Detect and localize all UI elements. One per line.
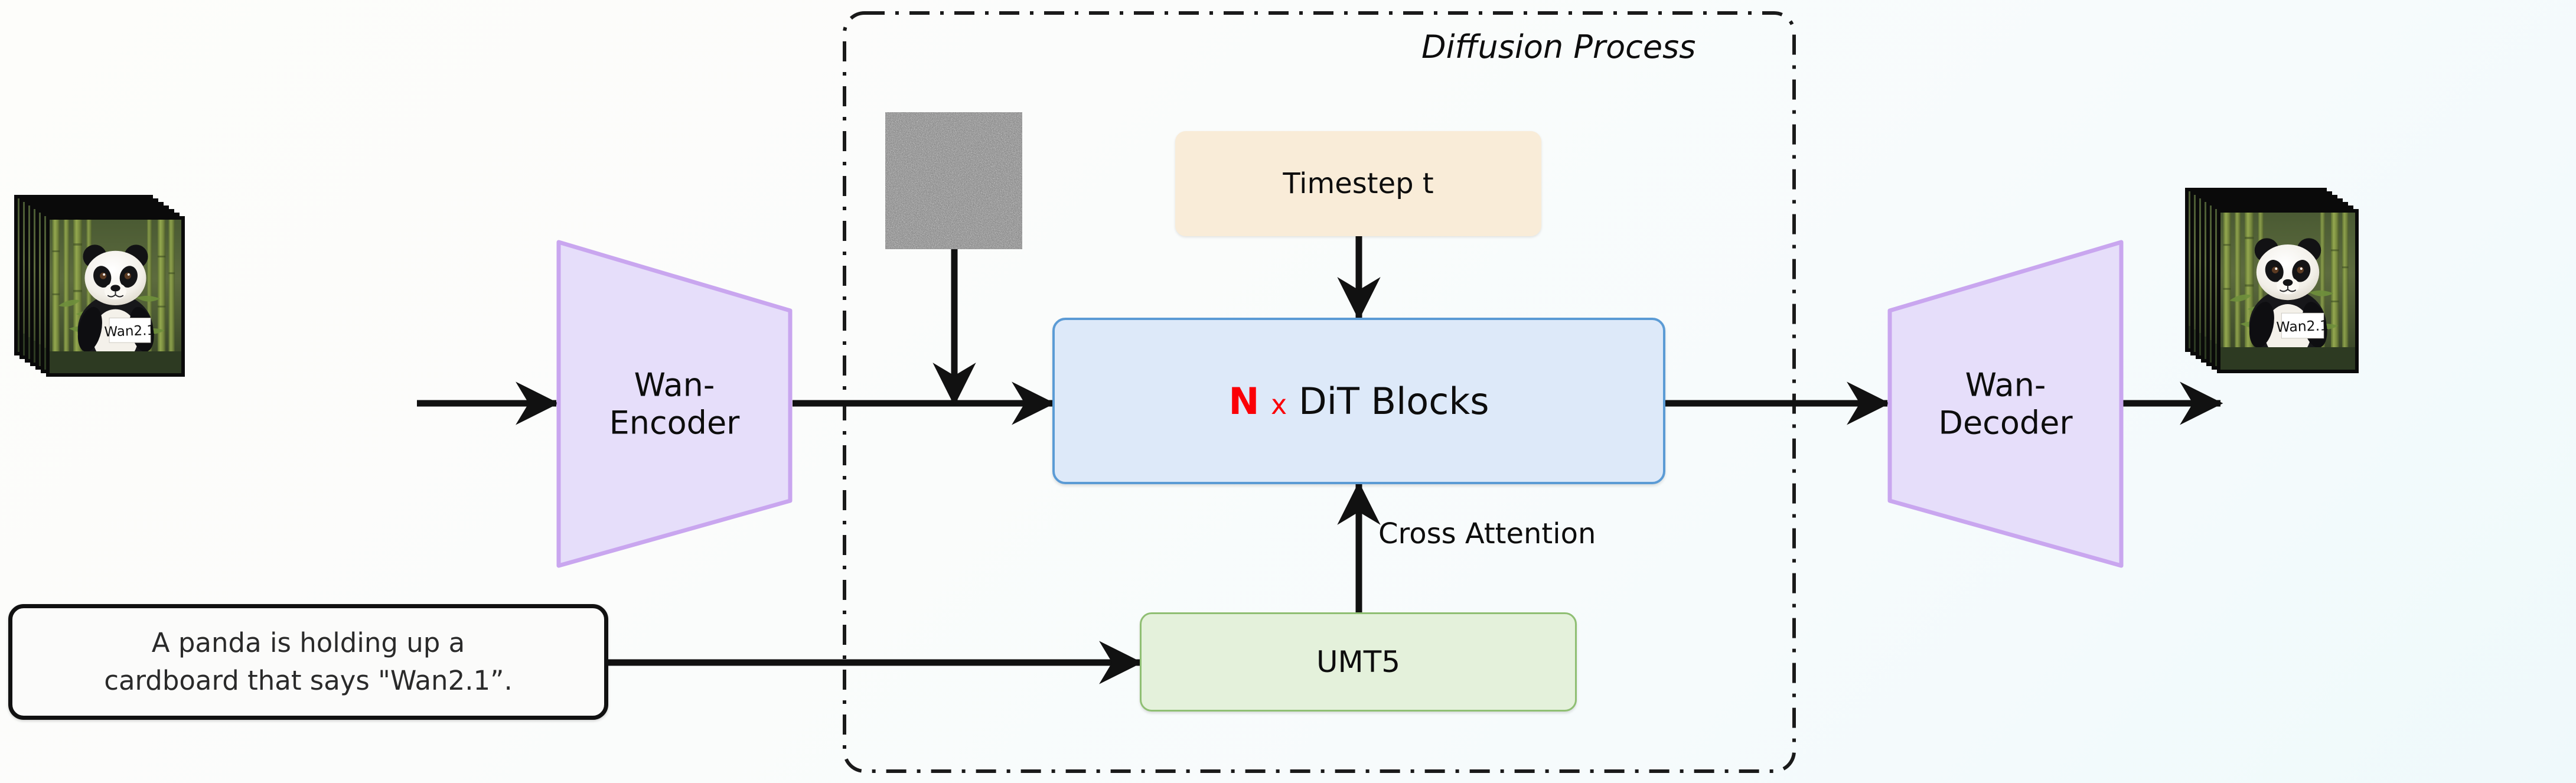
input-video-frame-stack: [14, 195, 185, 393]
dit-blocks-label: N x DiT Blocks: [1228, 380, 1489, 423]
timestep-label: Timestep t: [1283, 167, 1434, 200]
video-frame-front: [46, 216, 185, 377]
video-frame-front: [2217, 209, 2359, 373]
dit-blocks-text: DiT Blocks: [1299, 379, 1489, 423]
output-video-frame-stack: [2185, 188, 2362, 392]
wan-encoder-block[interactable]: Wan- Encoder: [556, 239, 793, 569]
diffusion-process-label: Diffusion Process: [1421, 28, 1696, 66]
noise-latent-patch: [885, 112, 1022, 249]
umt5-text-encoder-block[interactable]: UMT5: [1140, 612, 1577, 712]
prompt-label: A panda is holding up a cardboard that s…: [104, 627, 513, 696]
dit-blocks-block[interactable]: N x DiT Blocks: [1052, 318, 1665, 484]
wan-decoder-block[interactable]: Wan- Decoder: [1887, 239, 2124, 569]
cross-attention-label: Cross Attention: [1378, 517, 1596, 550]
umt5-label: UMT5: [1316, 645, 1401, 679]
dit-repeat-count: N: [1228, 379, 1260, 423]
dit-multiply-sign: x: [1271, 388, 1287, 420]
timestep-block[interactable]: Timestep t: [1175, 131, 1541, 236]
prompt-text-box[interactable]: A panda is holding up a cardboard that s…: [8, 604, 608, 720]
